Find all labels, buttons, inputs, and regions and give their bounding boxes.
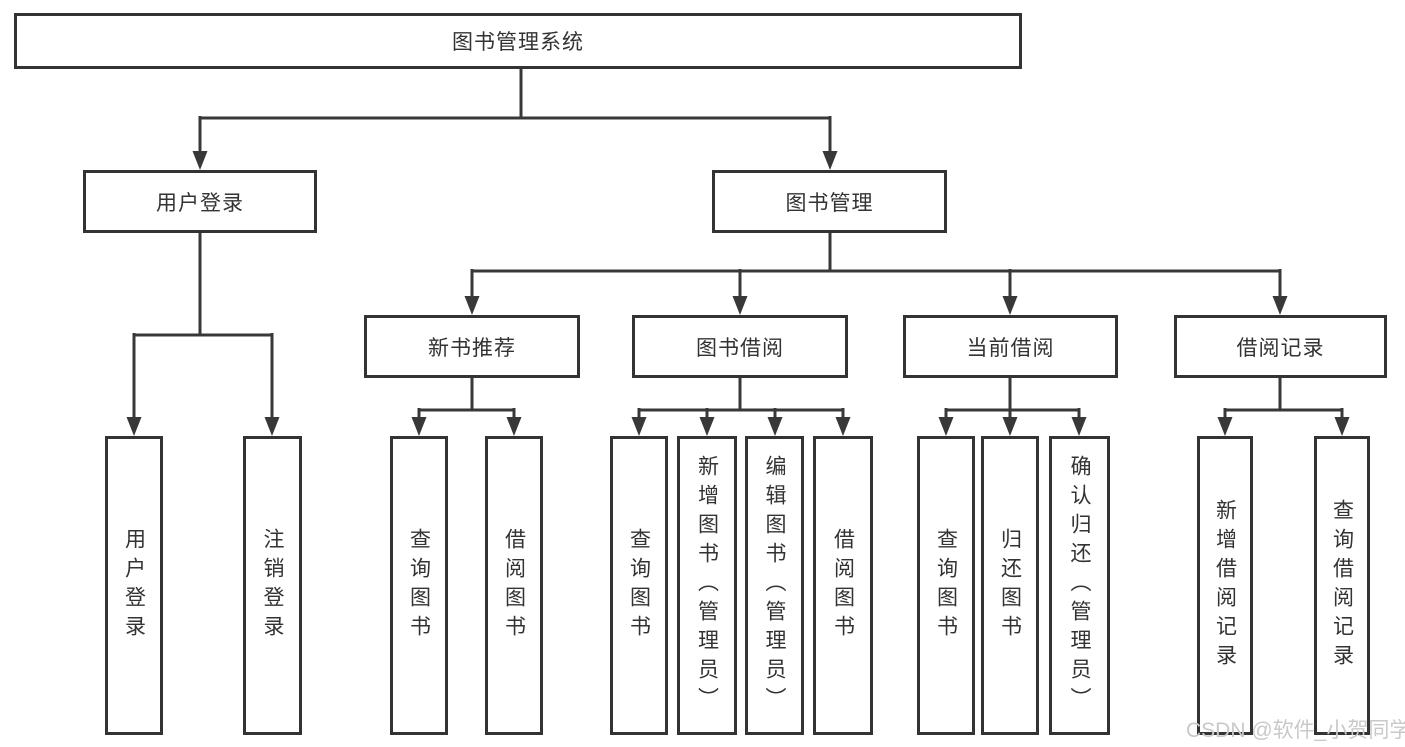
node-leaf-query-books-1: 查询图书 bbox=[390, 436, 448, 735]
node-label: 注销登录 bbox=[261, 527, 284, 644]
node-label: 查询图书 bbox=[407, 527, 431, 644]
node-label: 借阅图书 bbox=[502, 527, 526, 644]
node-label: 查询图书 bbox=[934, 527, 958, 644]
node-label: 图书借阅 bbox=[696, 336, 784, 360]
node-label: 归还图书 bbox=[998, 527, 1022, 644]
node-book-management: 图书管理 bbox=[712, 170, 947, 233]
node-leaf-add-books-admin: 新增图书（管理员） bbox=[677, 436, 737, 735]
node-label: 图书管理系统 bbox=[452, 31, 584, 54]
node-leaf-query-books-2: 查询图书 bbox=[610, 436, 668, 735]
node-leaf-borrow-books-2: 借阅图书 bbox=[813, 436, 873, 735]
node-leaf-logout: 注销登录 bbox=[243, 436, 302, 735]
node-label: 编辑图书（管理员） bbox=[763, 455, 786, 716]
node-label: 借阅图书 bbox=[831, 527, 855, 644]
node-current-borrow: 当前借阅 bbox=[903, 315, 1118, 378]
node-book-borrow: 图书借阅 bbox=[632, 315, 848, 378]
node-library-management-system: 图书管理系统 bbox=[14, 13, 1022, 69]
node-leaf-query-books-3: 查询图书 bbox=[917, 436, 975, 735]
node-leaf-return-books: 归还图书 bbox=[981, 436, 1039, 735]
node-label: 用户登录 bbox=[122, 527, 146, 644]
node-user-login: 用户登录 bbox=[83, 170, 317, 233]
node-leaf-add-borrow-record: 新增借阅记录 bbox=[1197, 436, 1253, 735]
node-label: 新增图书（管理员） bbox=[695, 455, 719, 716]
node-label: 确认归还（管理员） bbox=[1068, 455, 1091, 716]
node-label: 查询图书 bbox=[627, 527, 651, 644]
node-leaf-borrow-books-1: 借阅图书 bbox=[485, 436, 543, 735]
node-leaf-query-borrow-record: 查询借阅记录 bbox=[1314, 436, 1370, 735]
node-label: 新增借阅记录 bbox=[1213, 498, 1237, 673]
csdn-watermark: CSDN @软件_小贺同学 bbox=[1186, 719, 1405, 742]
node-label: 借阅记录 bbox=[1236, 336, 1325, 360]
node-label: 当前借阅 bbox=[966, 336, 1055, 360]
node-leaf-confirm-return-admin: 确认归还（管理员） bbox=[1049, 436, 1110, 735]
node-label: 用户登录 bbox=[156, 191, 244, 215]
node-label: 图书管理 bbox=[785, 191, 874, 215]
node-label: 查询借阅记录 bbox=[1330, 498, 1354, 673]
node-label: 新书推荐 bbox=[428, 336, 516, 360]
node-new-book-recommend: 新书推荐 bbox=[364, 315, 580, 378]
node-leaf-edit-books-admin: 编辑图书（管理员） bbox=[745, 436, 804, 735]
node-leaf-user-login: 用户登录 bbox=[105, 436, 163, 735]
node-borrow-records: 借阅记录 bbox=[1174, 315, 1387, 378]
